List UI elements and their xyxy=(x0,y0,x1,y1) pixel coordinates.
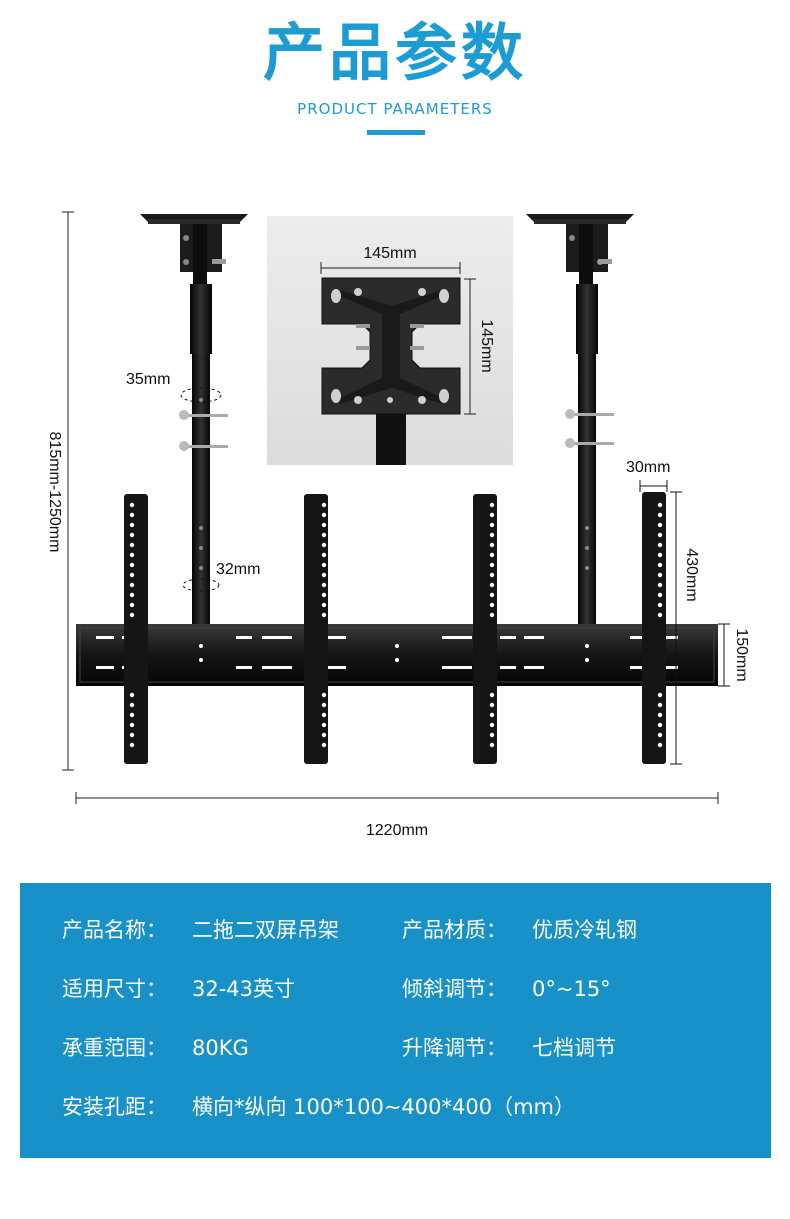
dim-bar-height: 150mm xyxy=(733,628,750,681)
product-diagram: 815mm-1250mm 35mm 32mm xyxy=(46,211,750,839)
spec-label: 产品材质： xyxy=(402,918,507,942)
dim-plate-height: 145mm xyxy=(478,319,495,372)
height-dimension: 815mm-1250mm xyxy=(46,211,74,771)
page-subtitle: PRODUCT PARAMETERS xyxy=(297,100,493,118)
spec-label: 倾斜调节： xyxy=(402,977,507,1001)
vertical-arm xyxy=(473,494,497,764)
arm-width-dimension: 30mm xyxy=(626,459,670,492)
bolt-icon xyxy=(565,438,614,448)
dim-pole-bottom: 32mm xyxy=(216,561,260,578)
spec-label: 安装孔距： xyxy=(62,1095,167,1119)
spec-value: 七档调节 xyxy=(532,1036,616,1060)
spec-value: 32-43英寸 xyxy=(192,977,296,1001)
dim-total-width: 1220mm xyxy=(366,822,428,839)
width-dimension: 1220mm xyxy=(75,792,719,839)
vertical-arm xyxy=(642,492,666,764)
spec-label: 适用尺寸： xyxy=(62,977,167,1001)
ceiling-plate-inset: 145mm 145mm xyxy=(267,216,513,465)
bolt-icon xyxy=(179,441,228,451)
dim-total-height: 815mm-1250mm xyxy=(46,432,63,553)
spec-value: 优质冷轧钢 xyxy=(532,918,637,942)
left-ceiling-pole: 35mm 32mm xyxy=(126,214,260,624)
bolt-icon xyxy=(179,410,228,420)
page-title: 产品参数 xyxy=(262,16,527,89)
bar-height-dimension: 150mm xyxy=(718,623,750,687)
dim-plate-width: 145mm xyxy=(363,245,416,262)
right-ceiling-pole xyxy=(526,214,634,624)
bolt-icon xyxy=(565,409,614,419)
dim-arm-width: 30mm xyxy=(626,459,670,476)
vertical-arm xyxy=(304,494,328,764)
spec-value: 二拖二双屏吊架 xyxy=(192,918,339,942)
title-underline xyxy=(367,130,425,135)
spec-value: 横向*纵向 100*100~400*400（mm） xyxy=(192,1095,576,1119)
spec-label: 承重范围： xyxy=(62,1036,167,1060)
vertical-arm xyxy=(124,494,148,764)
arm-height-dimension: 430mm xyxy=(670,491,700,765)
specs-panel: 产品名称： 二拖二双屏吊架 产品材质： 优质冷轧钢 适用尺寸： 32-43英寸 … xyxy=(20,883,771,1158)
spec-value: 0°~15° xyxy=(532,977,611,1001)
spec-label: 产品名称： xyxy=(62,918,167,942)
horizontal-crossbar xyxy=(76,624,718,686)
spec-value: 80KG xyxy=(192,1036,249,1060)
dim-pole-top: 35mm xyxy=(126,371,170,388)
spec-label: 升降调节： xyxy=(402,1036,507,1060)
dim-arm-height: 430mm xyxy=(683,548,700,601)
